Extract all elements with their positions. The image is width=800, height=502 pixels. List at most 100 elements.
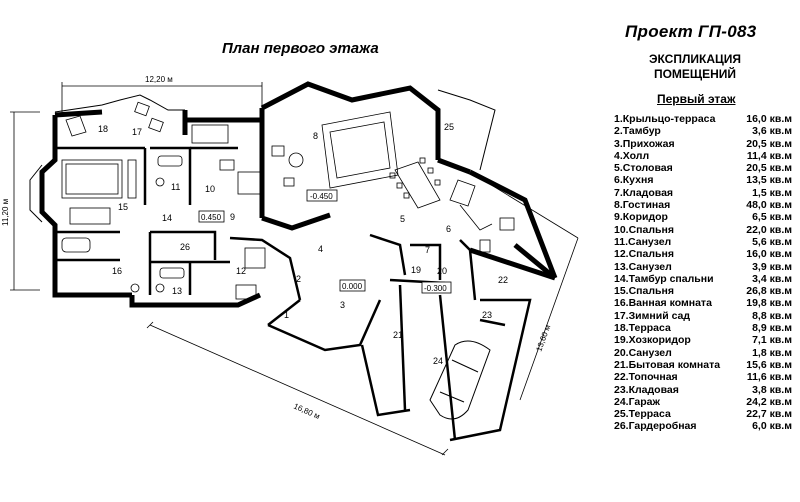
room-label-7: 7	[425, 245, 430, 255]
bathroom-13-fixtures	[155, 267, 185, 293]
legend-room-area: 16,0 кв.м	[746, 248, 792, 261]
legend-row: 12.Спальня 16,0 кв.м	[614, 248, 792, 260]
kitchen-table	[449, 179, 493, 231]
legend-room-area: 15,6 кв.м	[746, 358, 792, 371]
room-label-24: 24	[433, 356, 443, 366]
room-label-15: 15	[118, 202, 128, 212]
legend-room-area: 5,6 кв.м	[752, 235, 792, 248]
level-living: -0.450	[310, 192, 333, 201]
legend-row: 19.Хозкоридор 7,1 кв.м	[614, 334, 792, 346]
garage-car	[429, 340, 491, 420]
legend-room-name: 13.Санузел	[614, 260, 672, 273]
dimension-lines	[10, 82, 579, 456]
legend-room-area: 16,0 кв.м	[746, 113, 792, 125]
legend-room-name: 10.Спальня	[614, 223, 674, 236]
room-label-26: 26	[180, 242, 190, 252]
legend-room-name: 26.Гардеробная	[614, 420, 697, 433]
legend-room-name: 22.Топочная	[614, 371, 678, 384]
room-label-23: 23	[482, 310, 492, 320]
level-corridor: 0.450	[201, 213, 222, 222]
legend-room-name: 19.Хозкоридор	[614, 334, 691, 347]
terrace-outlines	[29, 89, 496, 223]
level-utility: -0.300	[424, 284, 447, 293]
legend-row: 17.Зимний сад 8,8 кв.м	[614, 310, 792, 322]
room-label-19: 19	[411, 265, 421, 275]
room-label-12: 12	[236, 266, 246, 276]
legend-room-area: 22,7 кв.м	[746, 408, 792, 421]
room-label-5: 5	[400, 214, 405, 224]
room-label-11: 11	[171, 182, 180, 192]
legend-room-area: 11,6 кв.м	[746, 371, 792, 384]
exterior-walls	[39, 81, 558, 308]
legend-room-name: 11.Санузел	[614, 235, 672, 248]
legend-row: 20.Санузел 1,8 кв.м	[614, 347, 792, 359]
explication-title: ЭКСПЛИКАЦИЯ ПОМЕЩЕНИЙ	[615, 52, 775, 82]
explication-title-line1: ЭКСПЛИКАЦИЯ	[648, 52, 742, 66]
legend-room-name: 24.Гараж	[614, 395, 660, 408]
room-label-18: 18	[98, 124, 108, 134]
legend-row: 10.Спальня 22,0 кв.м	[614, 224, 792, 236]
legend-room-area: 3,9 кв.м	[752, 260, 792, 273]
living-room-furniture	[271, 111, 399, 189]
dim-left: 11,20 м	[1, 199, 10, 226]
legend-row: 16.Ванная комната 19,8 кв.м	[614, 297, 792, 309]
legend-room-area: 22,0 кв.м	[746, 223, 792, 236]
room-label-25: 25	[444, 122, 454, 132]
legend-room-area: 3,8 кв.м	[752, 383, 792, 396]
plan-title: План первого этажа	[222, 40, 379, 57]
room-label-6: 6	[446, 224, 451, 234]
room-label-1: 1	[284, 310, 289, 320]
legend-row: 5.Столовая 20,5 кв.м	[614, 162, 792, 174]
level-entrance: 0.000	[342, 282, 363, 291]
room-label-3: 3	[340, 300, 345, 310]
legend-room-name: 12.Спальня	[614, 248, 674, 261]
legend-room-area: 20,5 кв.м	[746, 162, 792, 175]
legend-room-name: 20.Санузел	[614, 346, 672, 359]
room-label-14: 14	[162, 213, 172, 223]
legend-room-area: 11,4 кв.м	[746, 149, 792, 162]
legend-room-name: 18.Терраса	[614, 322, 671, 335]
legend-room-name: 2.Тамбур	[614, 125, 661, 138]
room-label-2: 2	[296, 274, 301, 284]
legend-room-name: 16.Ванная комната	[614, 297, 712, 310]
interior-walls	[55, 146, 532, 442]
legend-room-area: 1,8 кв.м	[752, 346, 792, 359]
bathroom-16-fixtures	[61, 237, 140, 293]
legend-room-name: 15.Спальня	[614, 285, 674, 298]
room-label-13: 13	[172, 286, 182, 296]
bathroom-11-fixtures	[155, 155, 183, 187]
legend-room-area: 1,5 кв.м	[752, 186, 792, 199]
legend-room-name: 6.Кухня	[614, 174, 654, 187]
project-title: Проект ГП-083	[625, 22, 757, 41]
legend-room-area: 20,5 кв.м	[746, 137, 792, 150]
legend-room-name: 14.Тамбур спальни	[614, 272, 714, 285]
legend-row: 11.Санузел 5,6 кв.м	[614, 236, 792, 248]
floor-title: Первый этаж	[657, 92, 736, 106]
legend-room-area: 8,8 кв.м	[752, 309, 792, 322]
room-label-4: 4	[318, 244, 323, 254]
legend-room-area: 19,8 кв.м	[746, 297, 792, 310]
explication-title-line2: ПОМЕЩЕНИЙ	[653, 67, 737, 81]
legend-room-name: 5.Столовая	[614, 162, 673, 175]
legend-room-name: 17.Зимний сад	[614, 309, 691, 322]
legend-room-name: 7.Кладовая	[614, 186, 674, 199]
room-label-9: 9	[230, 212, 235, 222]
dim-right: 13,60 м	[534, 324, 552, 353]
dim-top: 12,20 м	[145, 75, 173, 84]
level-marks: -0.450 0.450 0.000 -0.300	[198, 189, 452, 294]
legend-room-name: 3.Прихожая	[614, 137, 675, 150]
room-label-16: 16	[112, 266, 122, 276]
legend-room-area: 7,1 кв.м	[752, 334, 792, 347]
